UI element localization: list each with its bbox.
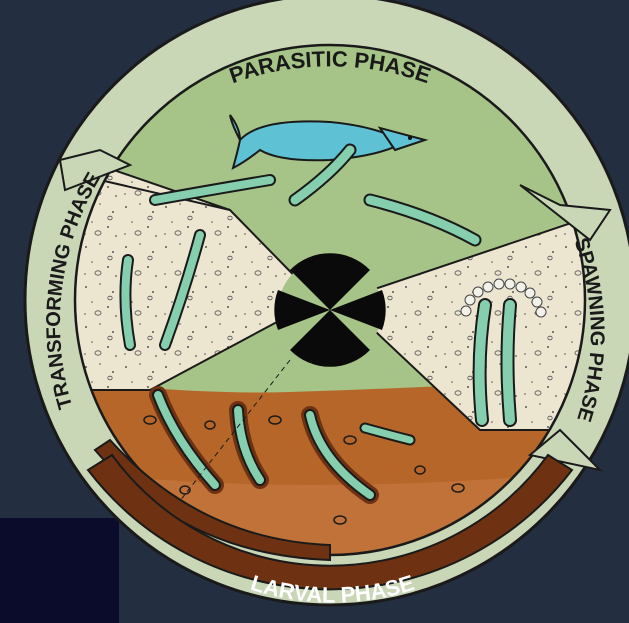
center-symbol [274, 253, 385, 367]
